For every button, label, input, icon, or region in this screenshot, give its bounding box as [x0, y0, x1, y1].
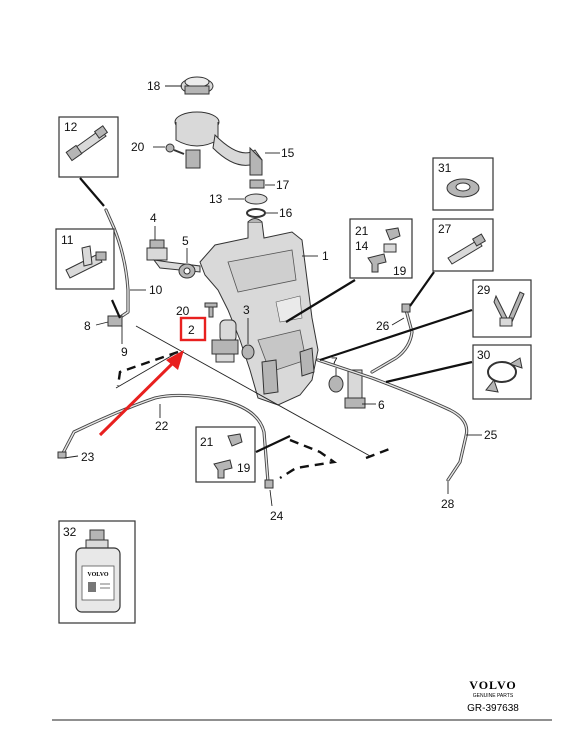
routing-dash-mid: [279, 438, 338, 480]
hose-end-24[interactable]: [264, 479, 274, 489]
callout-15: 15: [281, 146, 295, 160]
callout-27: 27: [438, 222, 452, 236]
callout-28: 28: [441, 497, 455, 511]
highlight-box-2: [179, 316, 207, 342]
callout-32: 32: [63, 525, 77, 539]
grommet-3[interactable]: [241, 344, 255, 360]
inset-box-29[interactable]: [472, 279, 532, 338]
callout-21-lower: 21: [200, 435, 214, 449]
callout-8: 8: [84, 319, 91, 333]
inset-box-21-14-19[interactable]: [349, 218, 413, 279]
callout-16: 16: [279, 206, 293, 220]
callout-2: 2: [188, 323, 195, 337]
callout-23: 23: [81, 450, 95, 464]
highlight-arrow: [98, 350, 184, 437]
inset-box-21-19[interactable]: [195, 426, 256, 483]
callout-3: 3: [243, 303, 250, 317]
callout-22: 22: [155, 419, 169, 433]
callout-20-top: 20: [131, 140, 145, 154]
callout-30: 30: [477, 348, 491, 362]
screw-mid[interactable]: [204, 302, 218, 318]
callout-19-upper: 19: [393, 264, 407, 278]
callout-13: 13: [209, 192, 223, 206]
washer-pump-2[interactable]: [211, 319, 239, 363]
genuine-parts-label: GENUINE PARTS: [473, 693, 514, 699]
callout-29: 29: [477, 283, 491, 297]
callout-5: 5: [182, 234, 189, 248]
bottle-brand: VOLVO: [87, 572, 109, 578]
grommet-7[interactable]: [328, 375, 344, 393]
inset-box-12[interactable]: [58, 116, 119, 178]
seal-13[interactable]: [244, 193, 268, 205]
callout-6: 6: [378, 398, 385, 412]
filler-cap[interactable]: [180, 76, 214, 95]
callout-20-mid: 20: [176, 304, 190, 318]
level-sensor-6[interactable]: [344, 369, 366, 409]
callout-24: 24: [270, 509, 284, 523]
callout-21-upper: 21: [355, 224, 369, 238]
callout-10: 10: [149, 283, 163, 297]
volvo-logo: VOLVO: [469, 678, 516, 692]
connector-8[interactable]: [107, 315, 123, 327]
callout-1: 1: [322, 249, 329, 263]
callout-4: 4: [150, 211, 157, 225]
o-ring-16[interactable]: [246, 208, 266, 218]
grommet-5[interactable]: [178, 263, 196, 279]
callout-19-lower: 19: [237, 461, 251, 475]
screw-top[interactable]: [165, 143, 185, 155]
callout-12: 12: [64, 120, 78, 134]
inset-box-30[interactable]: [472, 344, 532, 400]
inset-box-31[interactable]: [432, 157, 494, 211]
washer-reservoir[interactable]: [199, 218, 319, 406]
callout-17: 17: [276, 178, 290, 192]
routing-dash-right: [365, 446, 393, 460]
inset-box-27[interactable]: [432, 218, 494, 272]
callout-14: 14: [355, 239, 369, 253]
callout-9: 9: [121, 345, 128, 359]
callout-31: 31: [438, 161, 452, 175]
callout-18: 18: [147, 79, 161, 93]
callout-26: 26: [376, 319, 390, 333]
callout-11: 11: [61, 233, 74, 247]
clamp-17[interactable]: [249, 179, 265, 189]
callout-7: 7: [331, 355, 338, 369]
routing-dash-left: [116, 350, 179, 387]
inset-box-32[interactable]: VOLVO: [58, 520, 136, 624]
inset-box-11[interactable]: [55, 228, 115, 290]
diagram-reference: GR-397638: [467, 703, 519, 714]
filler-neck[interactable]: [174, 111, 263, 176]
callout-25: 25: [484, 428, 498, 442]
